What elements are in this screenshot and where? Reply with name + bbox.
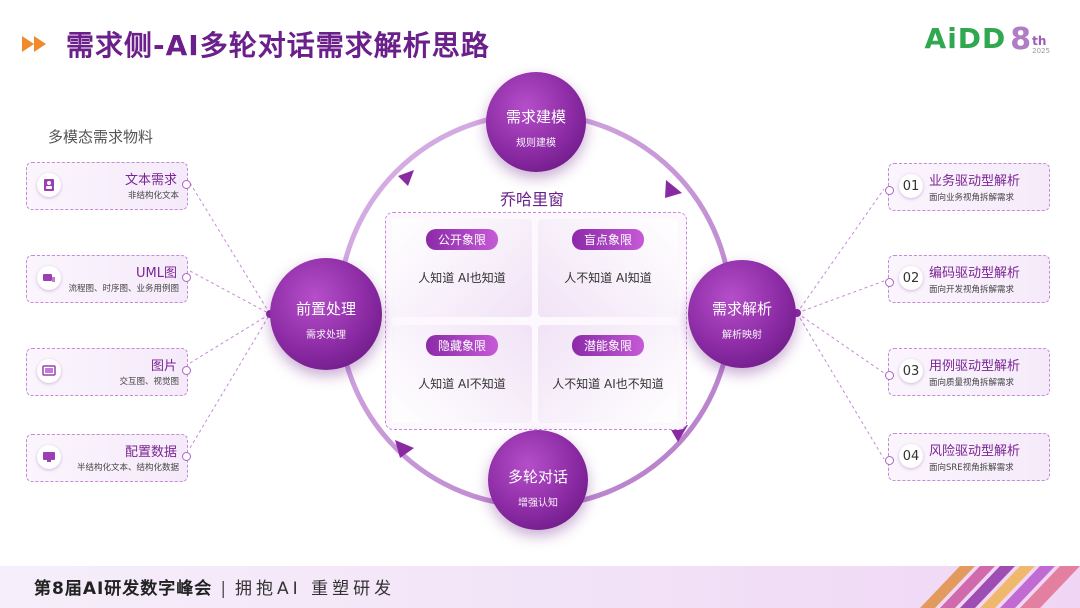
left-card-desc: 非结构化文本 — [127, 191, 179, 201]
double-arrow-icon — [22, 36, 46, 52]
multimodal-materials-label: 多模态需求物料 — [48, 128, 154, 146]
logo-edition: 8 — [1010, 22, 1032, 57]
connector-dot — [182, 452, 191, 461]
johari-window-label: 乔哈里窗 — [500, 190, 565, 209]
node-title: 前置处理 — [295, 300, 356, 318]
connector-dot — [182, 273, 191, 282]
right-card-desc: 面向SRE视角拆解需求 — [929, 463, 1014, 473]
node-subtitle: 规则建模 — [516, 138, 556, 149]
footer-slogan: 拥抱AI 重塑研发 — [235, 579, 396, 599]
quadrant-tag: 公开象限 — [425, 229, 499, 250]
quadrant-tag: 潜能象限 — [571, 335, 645, 356]
quadrant-blind: 盲点象限 人不知道 AI知道 — [538, 219, 678, 317]
quadrant-tag: 盲点象限 — [571, 229, 645, 250]
left-card-title: UML图 — [136, 266, 177, 281]
node-title: 需求解析 — [711, 300, 772, 318]
page-title: 需求侧-AI多轮对话需求解析思路 — [66, 29, 490, 62]
node-requirement-modeling: 需求建模 规则建模 — [486, 72, 586, 172]
logo-suffix: th — [1032, 34, 1047, 48]
left-card-title: 图片 — [150, 359, 177, 374]
right-card-desc: 面向开发视角拆解需求 — [929, 285, 1015, 295]
right-card-desc: 面向业务视角拆解需求 — [929, 193, 1015, 203]
footer-separator: | — [220, 579, 228, 599]
footer-banner: 第8届AI研发数字峰会 | 拥抱AI 重塑研发 — [0, 566, 1080, 608]
person-doc-icon — [37, 173, 61, 197]
quadrant-tag: 隐藏象限 — [425, 335, 499, 356]
right-card-desc: 面向质量视角拆解需求 — [929, 378, 1015, 388]
logo-year: 2025 — [1032, 47, 1050, 55]
node-multi-turn-dialog: 多轮对话 增强认知 — [488, 430, 588, 530]
right-connectors — [796, 188, 885, 460]
left-connectors — [189, 182, 271, 449]
connector-dot — [885, 456, 894, 465]
footer-decoration — [920, 566, 1080, 608]
diagram-icon — [37, 266, 61, 290]
node-preprocessing: 前置处理 需求处理 — [270, 258, 382, 370]
aidd-logo: AiDD 8 th 2025 — [925, 22, 1050, 55]
step-number: 03 — [899, 359, 923, 383]
cycle-arrow-bottom-left — [395, 440, 414, 458]
left-card-desc: 流程图、时序图、业务用例图 — [68, 284, 179, 294]
right-card-title: 编码驱动型解析 — [929, 266, 1021, 281]
left-card-title: 配置数据 — [124, 445, 177, 460]
connector-dot — [182, 180, 191, 189]
connector-dot — [885, 371, 894, 380]
quadrant-unknown: 潜能象限 人不知道 AI也不知道 — [538, 325, 678, 423]
quadrant-text: 人知道 AI也知道 — [418, 271, 506, 285]
step-number: 02 — [899, 266, 923, 290]
node-subtitle: 需求处理 — [306, 330, 346, 341]
quadrant-text: 人不知道 AI也不知道 — [552, 377, 664, 391]
right-card-usecase-driven: 03 用例驱动型解析 面向质量视角拆解需求 — [885, 348, 1050, 396]
image-icon — [37, 359, 61, 383]
node-subtitle: 增强认知 — [518, 498, 558, 509]
right-card-business-driven: 01 业务驱动型解析 面向业务视角拆解需求 — [885, 163, 1050, 211]
connector-dot — [182, 366, 191, 375]
logo-brand: AiDD — [925, 22, 1007, 55]
node-title: 需求建模 — [505, 108, 566, 126]
logo-brand-text: AiDD — [924, 22, 1007, 55]
event-name: 第8届AI研发数字峰会 — [34, 579, 213, 599]
step-number: 01 — [899, 174, 923, 198]
right-card-code-driven: 02 编码驱动型解析 面向开发视角拆解需求 — [885, 255, 1050, 303]
right-card-title: 业务驱动型解析 — [929, 174, 1021, 189]
left-card-image: 图片 交互图、视觉图 — [26, 348, 191, 396]
logo-side: th 2025 — [1032, 35, 1050, 55]
right-card-title: 用例驱动型解析 — [929, 359, 1021, 374]
quadrant-text: 人不知道 AI知道 — [564, 271, 652, 285]
quadrant-text: 人知道 AI不知道 — [418, 377, 506, 391]
monitor-icon — [37, 445, 61, 469]
right-card-risk-driven: 04 风险驱动型解析 面向SRE视角拆解需求 — [885, 433, 1050, 481]
left-card-title: 文本需求 — [124, 173, 177, 188]
step-number: 04 — [899, 444, 923, 468]
title-bar: 需求侧-AI多轮对话需求解析思路 — [22, 22, 490, 66]
right-card-title: 风险驱动型解析 — [929, 444, 1021, 459]
left-card-config-data: 配置数据 半结构化文本、结构化数据 — [26, 434, 191, 482]
quadrant-open: 公开象限 人知道 AI也知道 — [392, 219, 532, 317]
left-card-desc: 交互图、视觉图 — [119, 377, 179, 387]
footer-text: 第8届AI研发数字峰会 | 拥抱AI 重塑研发 — [34, 574, 395, 599]
node-requirement-parsing: 需求解析 解析映射 — [688, 260, 796, 368]
node-subtitle: 解析映射 — [722, 330, 762, 341]
connector-dot — [885, 278, 894, 287]
left-card-desc: 半结构化文本、结构化数据 — [76, 463, 179, 473]
connector-dot — [885, 186, 894, 195]
cycle-arrow-top-right — [665, 180, 682, 198]
cycle-arrow-top-left — [398, 170, 414, 186]
node-title: 多轮对话 — [507, 468, 568, 486]
johari-window: 公开象限 人知道 AI也知道 盲点象限 人不知道 AI知道 隐藏象限 人知道 A… — [385, 212, 687, 430]
quadrant-hidden: 隐藏象限 人知道 AI不知道 — [392, 325, 532, 423]
left-card-uml: UML图 流程图、时序图、业务用例图 — [26, 255, 191, 303]
left-card-text-requirement: 文本需求 非结构化文本 — [26, 162, 191, 210]
